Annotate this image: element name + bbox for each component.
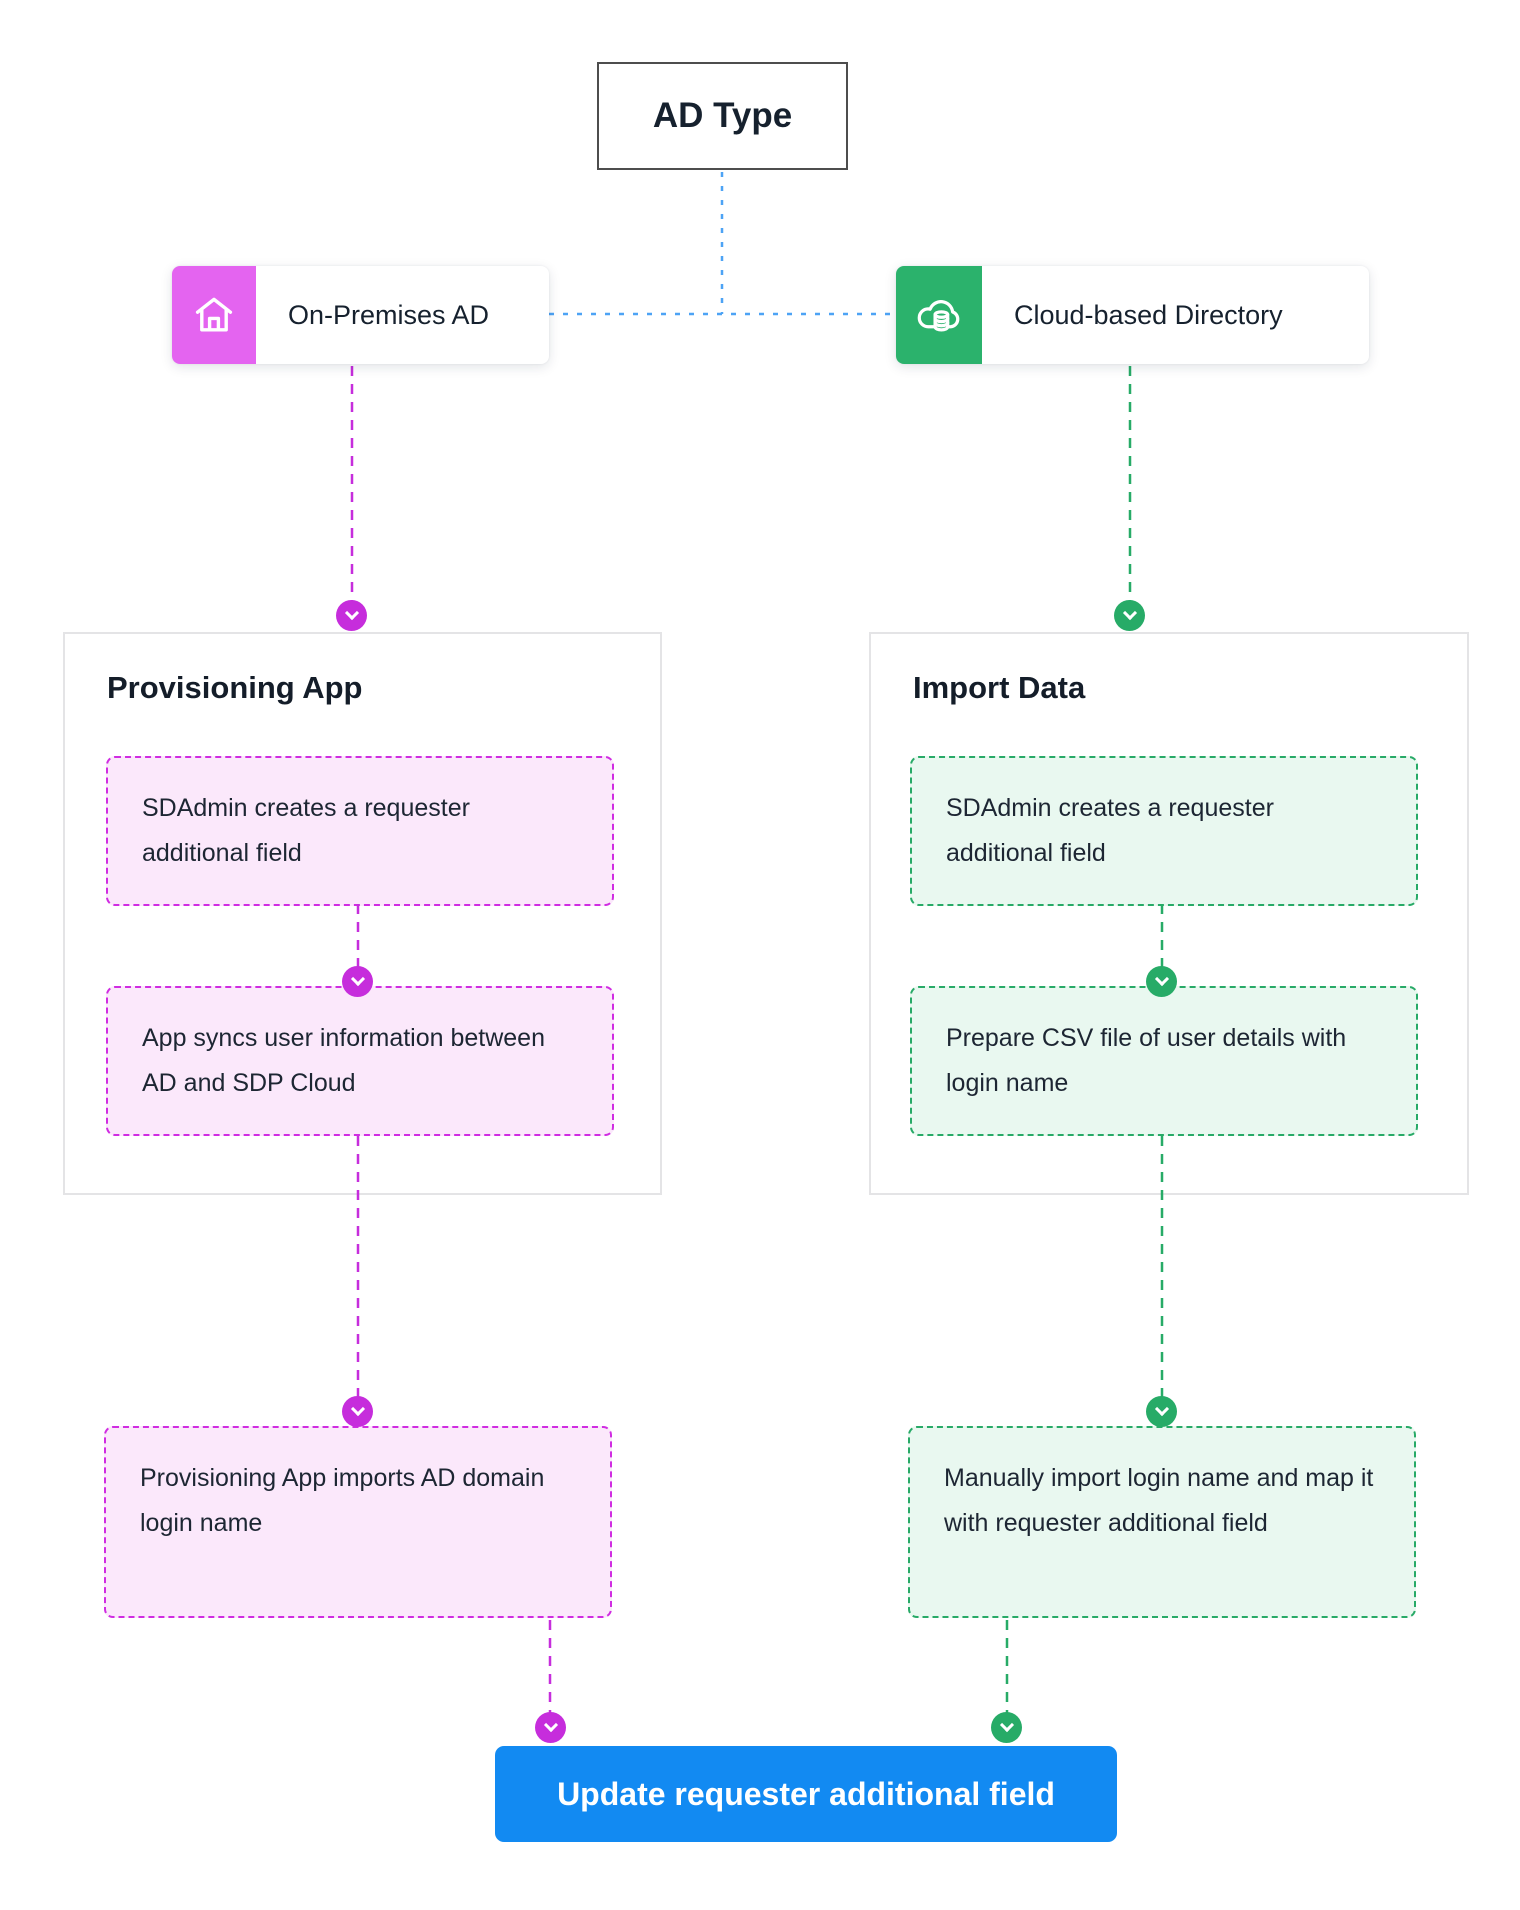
chevron-down-icon bbox=[535, 1712, 566, 1743]
step-app-syncs-user-info: App syncs user information between AD an… bbox=[106, 986, 614, 1136]
cloud-database-icon bbox=[896, 266, 982, 364]
chevron-down-icon bbox=[342, 966, 373, 997]
home-icon bbox=[172, 266, 256, 364]
outcome-manually-import-login: Manually import login name and map it wi… bbox=[908, 1426, 1416, 1618]
ad-type-label: AD Type bbox=[652, 96, 793, 135]
update-button-label: Update requester additional field bbox=[557, 1775, 1055, 1812]
import-data-group: Import Data SDAdmin creates a requester … bbox=[869, 632, 1469, 1195]
step-prepare-csv-file: Prepare CSV file of user details with lo… bbox=[910, 986, 1418, 1136]
chevron-down-icon bbox=[336, 600, 367, 631]
update-requester-additional-field-button[interactable]: Update requester additional field bbox=[495, 1746, 1117, 1842]
chevron-down-icon bbox=[991, 1712, 1022, 1743]
cloud-based-directory-label: Cloud-based Directory bbox=[1014, 299, 1283, 330]
ad-type-node: AD Type bbox=[597, 62, 848, 170]
provisioning-app-group: Provisioning App SDAdmin creates a reque… bbox=[63, 632, 662, 1195]
provisioning-app-title: Provisioning App bbox=[107, 670, 363, 705]
outcome-provisioning-imports-login: Provisioning App imports AD domain login… bbox=[104, 1426, 612, 1618]
chevron-down-icon bbox=[342, 1396, 373, 1427]
chevron-down-icon bbox=[1114, 600, 1145, 631]
on-premises-ad-card[interactable]: On-Premises AD bbox=[172, 266, 549, 364]
import-data-title: Import Data bbox=[913, 670, 1086, 705]
cloud-based-directory-card[interactable]: Cloud-based Directory bbox=[896, 266, 1369, 364]
step-sdadmin-creates-field-right: SDAdmin creates a requester additional f… bbox=[910, 756, 1418, 906]
step-sdadmin-creates-field-left: SDAdmin creates a requester additional f… bbox=[106, 756, 614, 906]
chevron-down-icon bbox=[1146, 1396, 1177, 1427]
on-premises-ad-label: On-Premises AD bbox=[288, 299, 490, 330]
chevron-down-icon bbox=[1146, 966, 1177, 997]
